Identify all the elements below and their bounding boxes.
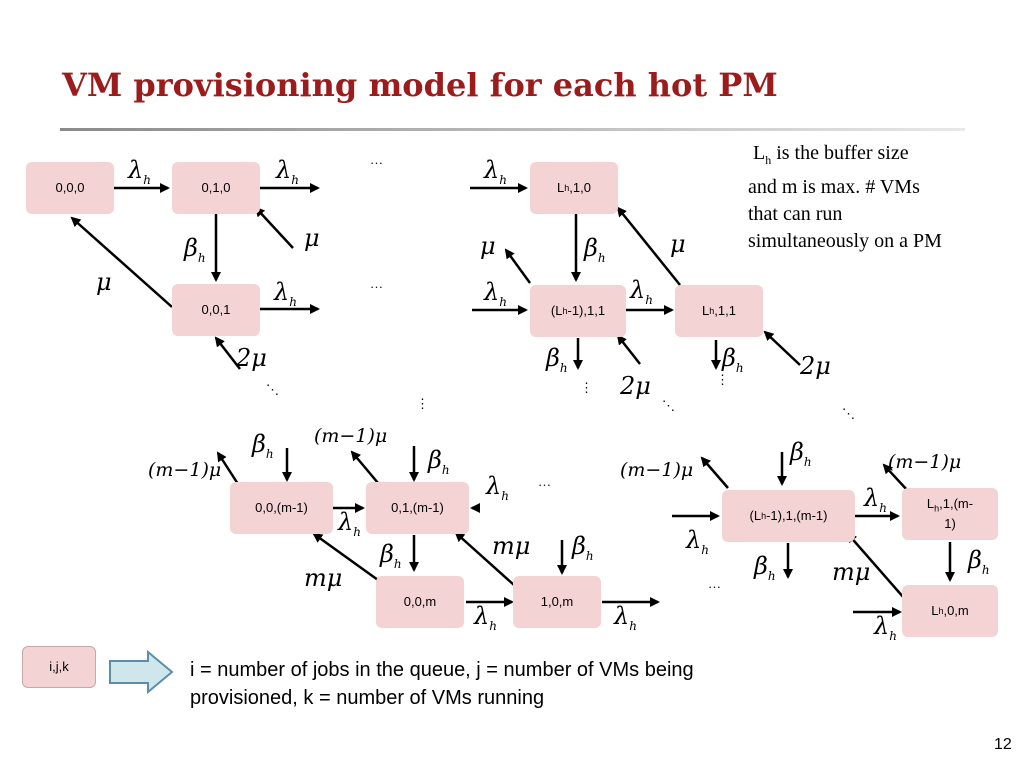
arrow-2mu-into-lh11 [763,330,801,366]
arrow-lh0m-to-lhm11m1 [846,532,905,599]
state-node-1-0-m: 1,0,m [513,576,601,628]
rate-label-mu: μ [670,230,686,258]
state-node-lh-1-m-minus-1: Lh,1,(m-1) [902,488,998,540]
state-node-0-0-m-minus-1: 0,0,(m-1) [230,482,333,534]
rate-label-beta-h: βh [722,344,744,375]
state-node-0-0-m: 0,0,m [376,576,464,628]
rate-label-lambda-h: λh [338,508,361,539]
rate-label-m-mu: mμ [492,532,531,560]
rate-label-beta-h: βh [428,446,450,477]
rate-label-lambda-h: λh [630,276,653,307]
rate-label-lambda-h: λh [486,472,509,503]
state-node-0-1-m-minus-1: 0,1,(m-1) [366,482,469,534]
arrow-lhm11m1-mu-out [700,456,729,489]
rate-label-m-minus-1-mu: (m−1)μ [148,459,222,481]
state-node-0-0-1: 0,0,1 [172,284,260,336]
arrow-01m1-mu-out [350,450,379,484]
ellipsis: … [370,276,383,291]
rate-label-m-mu: mμ [832,558,871,586]
rate-label-beta-h: βh [584,234,606,265]
rate-label-beta-h: βh [790,438,812,469]
rate-label-mu: μ [96,268,112,296]
ellipsis: … [538,474,551,489]
rate-label-lambda-h: λh [128,156,151,187]
rate-label-beta-h: βh [754,552,776,583]
arrow-00m1-mu-out [216,451,240,485]
ellipsis: ⋮ [716,372,729,387]
rate-label-beta-h: βh [546,344,568,375]
ellipsis: ⋱ [266,382,279,397]
ellipsis: … [708,576,721,591]
legend-description: i = number of jobs in the queue, j = num… [190,659,694,709]
rate-label-beta-h: βh [252,430,274,461]
arrow-lhm111-mu-out [504,248,532,284]
rate-label-lambda-h: λh [484,156,507,187]
arrow-lh11-to-lh10 [616,206,681,286]
rate-label-beta-h: βh [184,234,206,265]
ellipsis: ⋮ [416,396,429,411]
rate-label-lambda-h: λh [614,602,637,633]
arrow-10m-to-01m1 [454,531,515,586]
ellipsis: ⋱ [662,398,675,413]
arrow-00m-to-00m1 [312,532,379,582]
state-node-0-0-0: 0,0,0 [26,162,114,214]
rate-label-lambda-h: λh [274,278,297,309]
rate-label-lambda-h: λh [874,612,897,643]
rate-label-beta-h: βh [380,540,402,571]
rate-label-lambda-h: λh [484,278,507,309]
ellipsis: ⋱ [842,406,855,421]
state-node-0-1-0: 0,1,0 [172,162,260,214]
rate-label-m-minus-1-mu: (m−1)μ [888,451,962,473]
rate-label-2mu: 2μ [236,344,267,372]
title-divider [60,128,965,131]
arrow-2mu-into-lhm111 [616,334,641,365]
arrow-mu-into-010 [254,206,294,249]
rate-label-m-mu: mμ [304,564,343,592]
page-number: 12 [994,736,1012,753]
rate-label-m-minus-1-mu: (m−1)μ [314,425,388,447]
rate-label-mu: μ [304,224,320,252]
rate-label-lambda-h: λh [864,484,887,515]
rate-label-mu: μ [480,232,496,260]
rate-label-2mu: 2μ [800,352,831,380]
ellipsis: … [370,152,383,167]
rate-label-lambda-h: λh [686,526,709,557]
legend-state-box: i,j,k [22,646,96,688]
rate-label-beta-h: βh [572,532,594,563]
rate-label-lambda-h: λh [276,156,299,187]
buffer-size-note: Lh is the buffer size and m is max. # VM… [748,142,942,252]
arrow-lh1m1-mu-out [882,463,909,492]
rate-label-lambda-h: λh [474,602,497,633]
ellipsis: ⋮ [580,380,593,395]
rate-label-2mu: 2μ [620,372,651,400]
arrow-2mu-into-001 [214,336,241,370]
arrow-001-to-000 [70,216,173,308]
page-title: VM provisioning model for each hot PM [62,66,778,104]
rate-label-m-minus-1-mu: (m−1)μ [620,459,694,481]
rate-label-beta-h: βh [968,546,990,577]
